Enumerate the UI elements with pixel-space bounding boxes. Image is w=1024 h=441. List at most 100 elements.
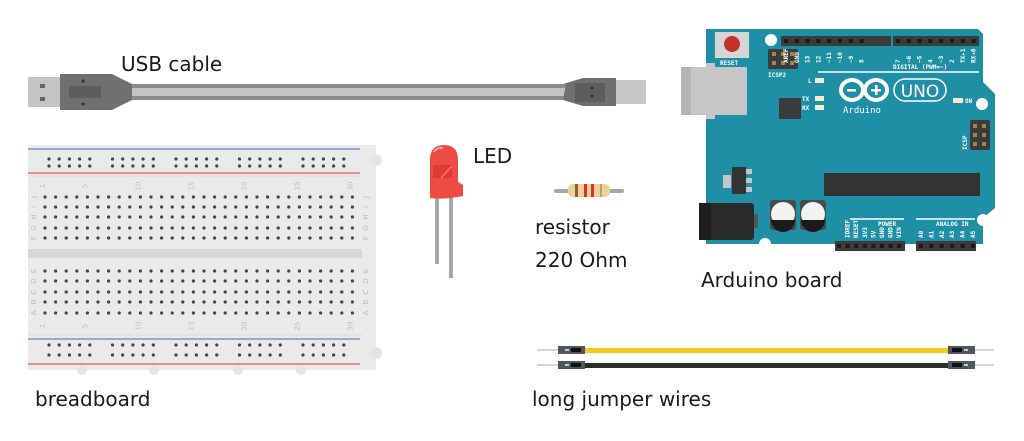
breadboard-hole <box>85 215 89 219</box>
breadboard-hole <box>340 236 344 240</box>
breadboard-hole <box>287 236 291 240</box>
breadboard-hole <box>75 226 79 230</box>
breadboard-hole <box>149 195 153 199</box>
svg-text:DIGITAL (PWM=~): DIGITAL (PWM=~) <box>893 64 947 71</box>
breadboard-hole <box>276 290 280 294</box>
row-letter: H <box>30 214 38 219</box>
breadboard-hole <box>276 300 280 304</box>
breadboard-hole <box>297 279 301 283</box>
rail-hole <box>332 343 336 347</box>
breadboard-hole <box>244 279 248 283</box>
breadboard-hole <box>223 279 227 283</box>
header-pin <box>939 244 944 248</box>
pin-label: ~3 <box>938 55 945 63</box>
header-pin <box>928 39 933 43</box>
rail-hole <box>184 164 188 168</box>
breadboard-hole <box>170 290 174 294</box>
breadboard-hole <box>64 290 68 294</box>
breadboard-hole <box>54 195 58 199</box>
breadboard-hole <box>202 290 206 294</box>
breadboard-hole <box>319 311 323 315</box>
rail-hole <box>141 353 145 357</box>
breadboard-hole <box>43 215 47 219</box>
breadboard-hole <box>340 195 344 199</box>
breadboard-hole <box>138 300 142 304</box>
breadboard-hole <box>85 236 89 240</box>
rail-hole <box>301 343 305 347</box>
breadboard-hole <box>329 279 333 283</box>
breadboard-hole <box>223 226 227 230</box>
rail-hole <box>321 157 325 161</box>
breadboard-hole <box>149 290 153 294</box>
breadboard-hole <box>350 279 354 283</box>
breadboard-hole <box>329 205 333 209</box>
breadboard-hole <box>287 269 291 273</box>
breadboard-hole <box>202 226 206 230</box>
breadboard-hole <box>287 226 291 230</box>
breadboard-hole <box>64 236 68 240</box>
breadboard-hole <box>255 205 259 209</box>
svg-text:ON: ON <box>965 98 973 105</box>
arduino-label: Arduino board <box>701 268 843 292</box>
svg-text:ICSP: ICSP <box>962 135 969 150</box>
breadboard-hole <box>64 300 68 304</box>
rail-hole <box>342 353 346 357</box>
breadboard-hole <box>276 195 280 199</box>
usb-cable-label: USB cable <box>121 52 223 76</box>
breadboard-hole <box>287 279 291 283</box>
breadboard-hole <box>117 269 121 273</box>
breadboard-hole <box>191 195 195 199</box>
row-letter: C <box>30 289 38 294</box>
rail-hole <box>268 353 272 357</box>
rail-hole <box>151 157 155 161</box>
rail-hole <box>151 353 155 357</box>
rail-hole <box>194 353 198 357</box>
breadboard-hole <box>223 311 227 315</box>
rail-hole <box>67 164 71 168</box>
power-jack <box>699 203 754 240</box>
breadboard-hole <box>160 269 164 273</box>
rail-hole <box>311 157 315 161</box>
row-letter: B <box>362 299 370 304</box>
breadboard-hole <box>191 269 195 273</box>
led-label: LED <box>473 144 513 168</box>
breadboard-hole <box>276 215 280 219</box>
svg-text:ANALOG IN: ANALOG IN <box>936 221 969 228</box>
header-pin <box>960 39 965 43</box>
svg-text:ICSP2: ICSP2 <box>768 72 786 79</box>
breadboard-hole <box>340 226 344 230</box>
breadboard-hole <box>160 215 164 219</box>
rail-hole <box>321 353 325 357</box>
breadboard-hole <box>234 215 238 219</box>
capacitor <box>770 200 796 232</box>
rail-hole <box>88 353 92 357</box>
header-pin <box>805 39 810 43</box>
breadboard-hole <box>64 215 68 219</box>
breadboard-hole <box>234 300 238 304</box>
breadboard-hole <box>223 290 227 294</box>
breadboard-hole <box>75 205 79 209</box>
rail-hole <box>311 343 315 347</box>
breadboard-hole <box>350 300 354 304</box>
rail-hole <box>67 353 71 357</box>
breadboard-hole <box>350 215 354 219</box>
rail-hole <box>57 353 61 357</box>
breadboard-hole <box>75 236 79 240</box>
breadboard-hole <box>340 300 344 304</box>
breadboard-hole <box>181 300 185 304</box>
breadboard-hole <box>213 236 217 240</box>
breadboard-hole <box>117 279 121 283</box>
breadboard-hole <box>181 236 185 240</box>
breadboard-hole <box>276 226 280 230</box>
header-pin <box>859 39 864 43</box>
breadboard-hole <box>202 269 206 273</box>
breadboard-hole <box>107 300 111 304</box>
column-number: 20 <box>240 182 248 191</box>
column-number: 30 <box>346 322 354 331</box>
breadboard-hole <box>96 290 100 294</box>
breadboard-hole <box>308 205 312 209</box>
breadboard-hole <box>181 311 185 315</box>
breadboard-hole <box>138 205 142 209</box>
breadboard-hole <box>319 226 323 230</box>
row-letter: G <box>30 225 38 230</box>
